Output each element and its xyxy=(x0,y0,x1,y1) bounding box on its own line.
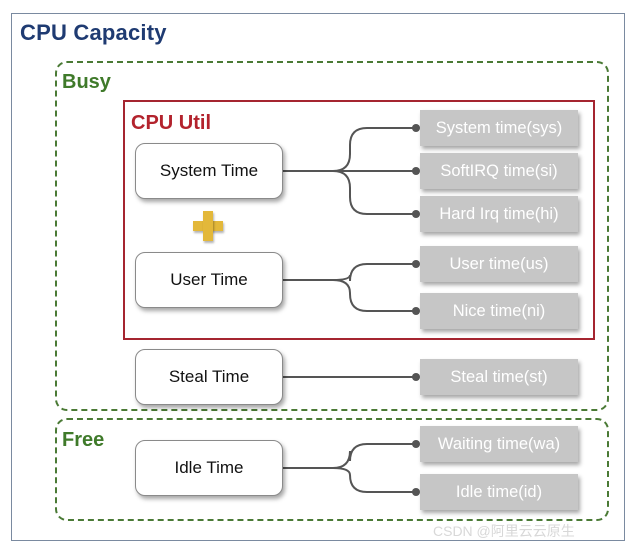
metric-system-time-sys: System time(sys) xyxy=(420,110,578,146)
metric-nice-time-ni: Nice time(ni) xyxy=(420,293,578,329)
watermark-text: CSDN @阿里云云原生 xyxy=(433,523,575,539)
metric-user-time-us: User time(us) xyxy=(420,246,578,282)
system-time-box: System Time xyxy=(135,143,283,199)
user-time-box: User Time xyxy=(135,252,283,308)
metric-idle-time-id: Idle time(id) xyxy=(420,474,578,510)
metric-steal-time-st: Steal time(st) xyxy=(420,359,578,395)
plus-icon xyxy=(193,211,223,241)
metric-waiting-time-wa: Waiting time(wa) xyxy=(420,426,578,462)
cpu-util-label: CPU Util xyxy=(131,112,211,134)
steal-time-box: Steal Time xyxy=(135,349,283,405)
metric-hard-irq-time-hi: Hard Irq time(hi) xyxy=(420,196,578,232)
diagram-title: CPU Capacity xyxy=(20,20,167,45)
idle-time-box: Idle Time xyxy=(135,440,283,496)
free-group xyxy=(55,418,609,521)
busy-group xyxy=(55,61,609,411)
busy-label: Busy xyxy=(62,71,111,93)
free-label: Free xyxy=(62,429,105,451)
metric-softirq-time-si: SoftIRQ time(si) xyxy=(420,153,578,189)
